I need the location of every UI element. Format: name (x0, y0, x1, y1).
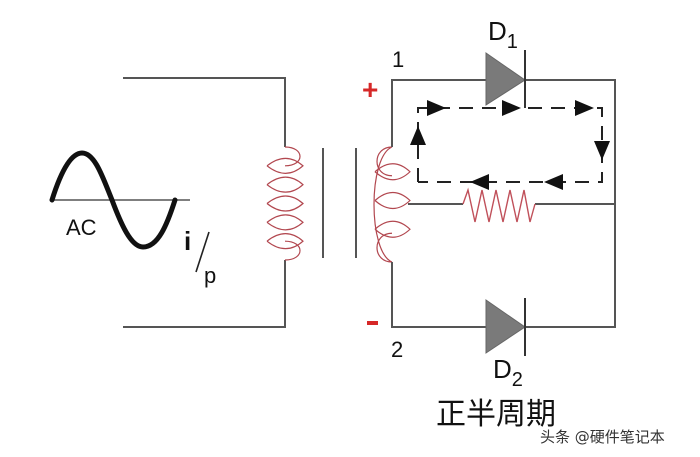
terminal-2-label: 2 (391, 337, 403, 362)
current-path (410, 100, 610, 190)
coil-turn (266, 157, 304, 174)
primary-bottom-wire (123, 260, 286, 328)
diode-d1 (485, 50, 526, 108)
d2-label: D2 (493, 354, 523, 391)
diagram-title: 正半周期 (436, 397, 556, 432)
arrow-right-icon (575, 100, 594, 116)
polarity-plus: + (362, 74, 378, 105)
ac-source: AC i p (49, 150, 216, 288)
terminal-1-label: 1 (392, 47, 404, 72)
coil-turn (266, 214, 304, 231)
arrow-right-icon (502, 100, 521, 116)
sine-wave-icon (49, 150, 178, 250)
coil-end-loops (373, 146, 393, 263)
current-symbol: i (184, 226, 191, 256)
primary-top-wire (123, 77, 286, 147)
arrow-left-icon (470, 174, 489, 190)
primary-coil (266, 146, 304, 261)
arrow-down-icon (594, 141, 610, 160)
current-subscript: p (204, 263, 216, 288)
coil-turn (266, 176, 304, 193)
coil-end-loops (284, 146, 301, 261)
ac-label: AC (66, 215, 97, 240)
polarity-minus (367, 321, 378, 325)
coil-turn (374, 220, 411, 238)
secondary-coil (373, 146, 411, 263)
watermark: 头条 @硬件笔记本 (540, 428, 665, 446)
arrow-up-icon (410, 126, 426, 145)
coil-turn (266, 233, 304, 250)
secondary-bottom-wire (391, 262, 486, 328)
coil-turn (374, 163, 411, 181)
diode-d2 (485, 298, 526, 356)
arrow-left-icon (544, 174, 563, 190)
coil-turn (374, 191, 411, 210)
d1-label: D1 (488, 16, 518, 53)
load-resistor (462, 187, 536, 223)
coil-turn (266, 195, 304, 212)
secondary-top-wire (391, 79, 486, 147)
arrow-right-icon (427, 100, 446, 116)
